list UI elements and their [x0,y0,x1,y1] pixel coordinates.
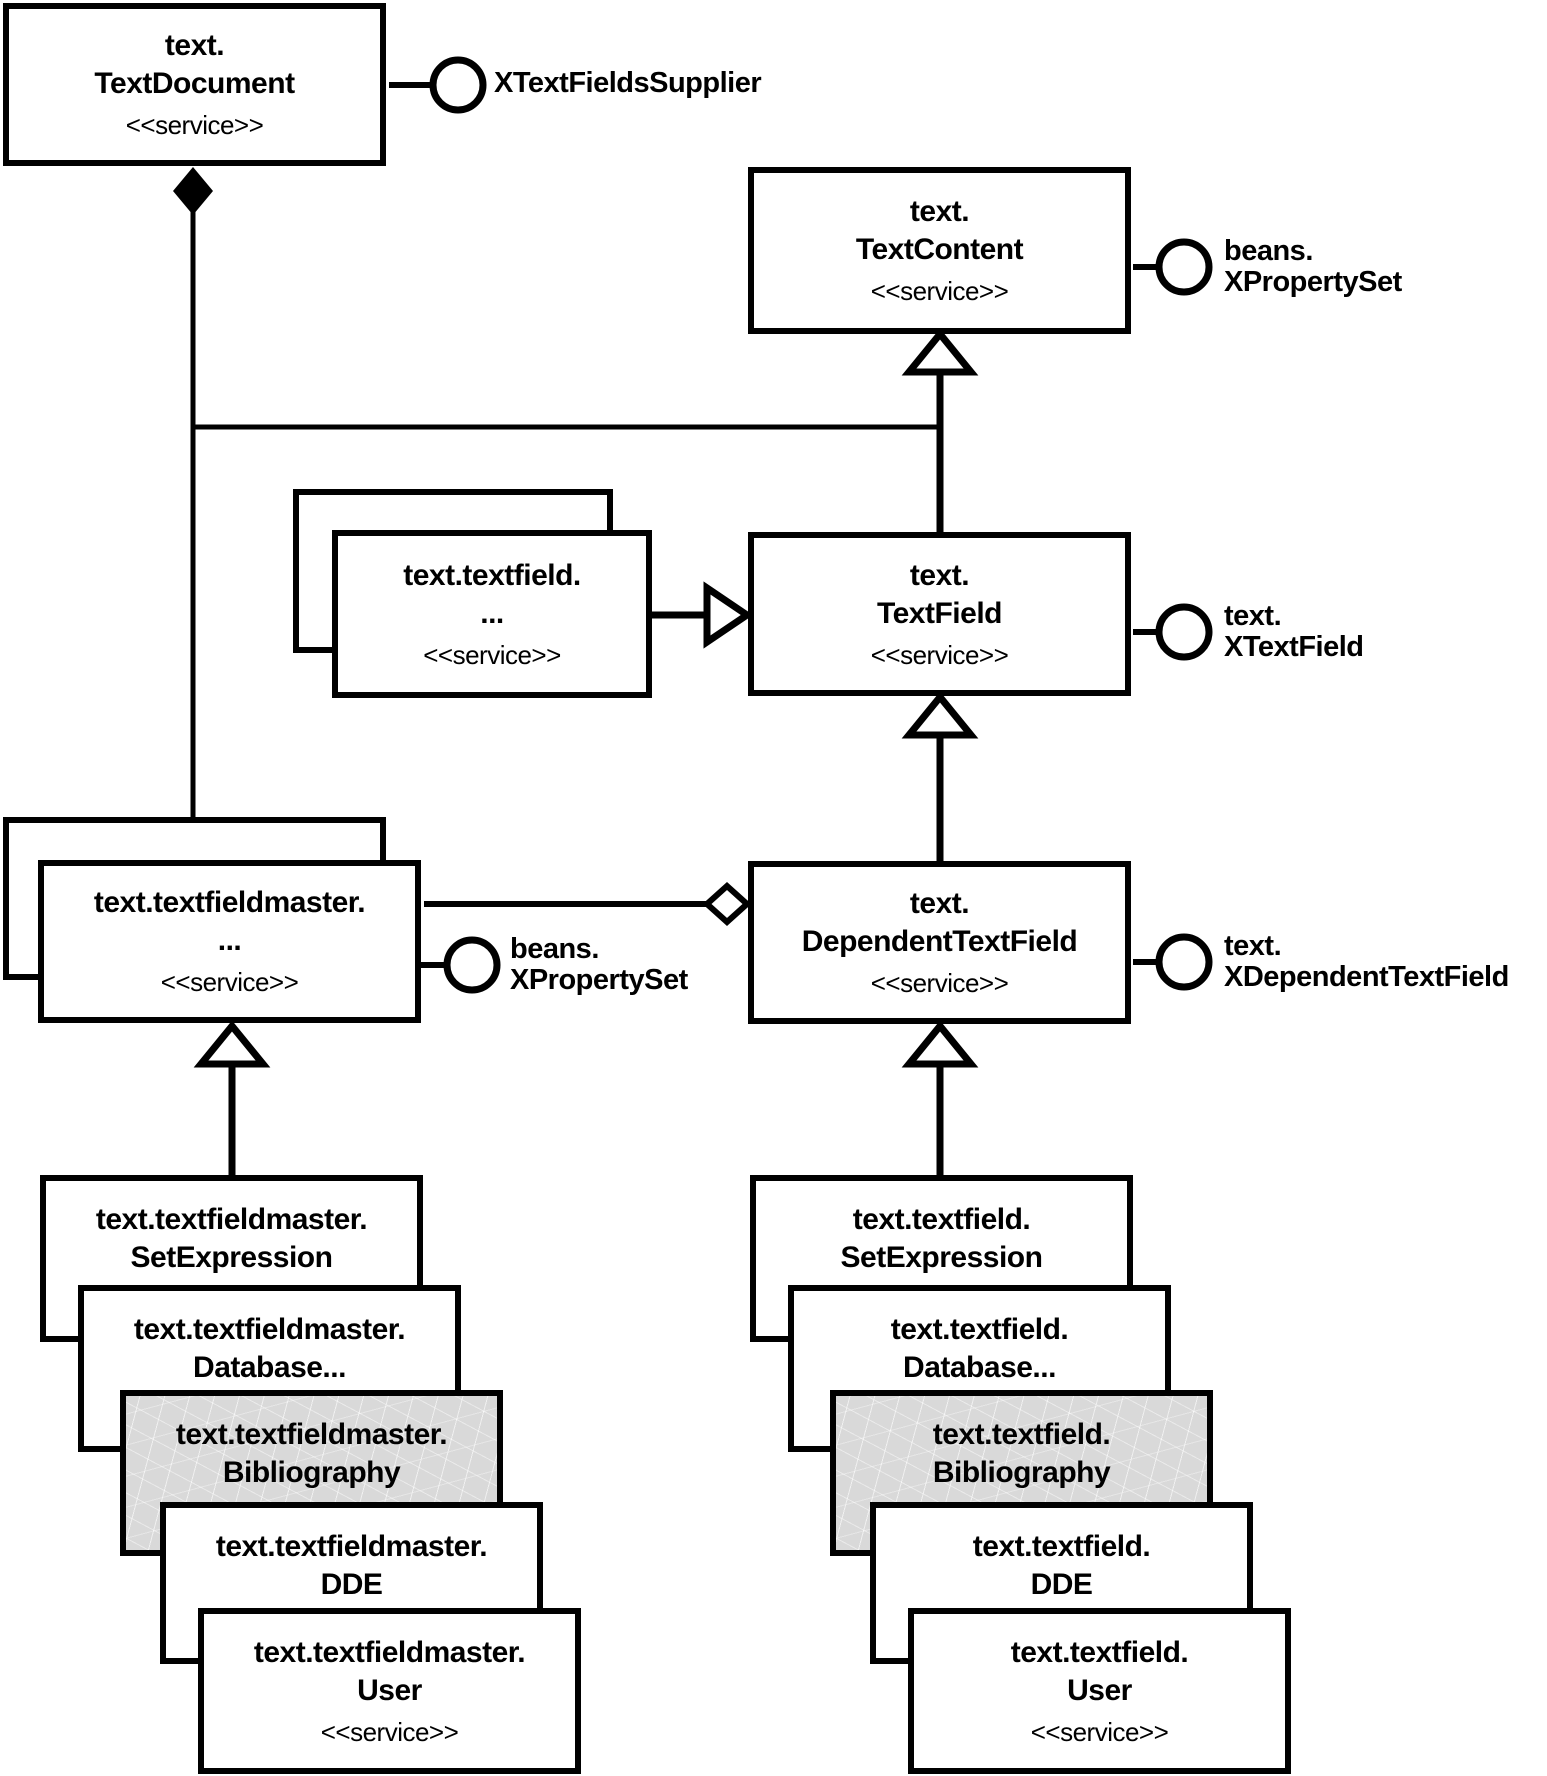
node-master-user: text.textfieldmaster. User <<service>> [198,1608,581,1774]
interface-lollipop-icon [1155,603,1213,661]
generalization-triangle-icon [901,1020,979,1068]
node-title-line: text.textfield. [1010,1636,1189,1669]
generalization-triangle-icon [901,691,979,739]
interface-lollipop-icon [1155,238,1213,296]
node-stereotype: <<service>> [160,967,299,997]
node-title-line: text.textfieldmaster. [175,1418,448,1451]
node-title-line: SetExpression [130,1241,333,1274]
node-title-line: Database... [903,1351,1056,1384]
node-textfieldmaster-stack: text.textfieldmaster. ... <<service>> [38,860,421,1023]
interface-label-line: XDependentTextField [1224,961,1509,993]
node-title-line: TextContent [855,233,1024,266]
node-title-line: ... [217,924,242,957]
interface-label-text-xtextfield: text. XTextField [1224,601,1364,663]
node-stereotype: <<service>> [870,639,1009,670]
generalization-arrow-right-icon [703,581,754,649]
node-title-line: DDE [320,1568,383,1601]
node-title-line: text. [164,29,225,62]
node-field-dde: text.textfield. DDE [870,1502,1253,1664]
node-stereotype: <<service>> [423,639,561,670]
generalization-triangle-icon [901,328,979,376]
node-title-line: text. [909,558,970,592]
interface-label-line: XTextField [1224,631,1364,663]
interface-label-line: text. [1224,930,1282,962]
interface-label-line: XTextFieldsSupplier [494,67,762,99]
interface-lollipop-icon [1155,933,1213,991]
node-title-line: text.textfield. [972,1530,1151,1563]
interface-label-line: XPropertySet [1224,266,1402,298]
node-title-line: text.textfieldmaster. [93,886,366,919]
node-title-line: text.textfield. [852,1203,1031,1236]
interface-lollipop-icon [443,936,501,994]
node-title-line: User [1067,1674,1132,1707]
node-title-line: User [357,1674,422,1707]
interface-label-beans-xpropertyset: beans. XPropertySet [510,934,688,996]
node-title-line: text.textfield. [890,1313,1069,1346]
generalization-triangle-icon [193,1020,271,1068]
node-field-user: text.textfield. User <<service>> [908,1608,1291,1774]
node-stereotype: <<service>> [320,1717,459,1747]
interface-label-beans-xpropertyset: beans. XPropertySet [1224,236,1402,298]
node-title-line: text.textfieldmaster. [215,1530,488,1563]
node-title-line: text. [909,195,970,228]
node-title-line: text.textfieldmaster. [95,1203,368,1236]
node-title-line: Database... [193,1351,346,1384]
node-title-line: text.textfieldmaster. [133,1313,406,1346]
node-title-line: DDE [1030,1568,1093,1601]
interface-lollipop-icon [429,56,487,114]
node-title-line: SetExpression [840,1241,1043,1274]
node-title-line: ... [480,596,504,630]
node-textfield-stack: text.textfield. ... <<service>> [332,530,652,698]
interface-label-text-xdependenttextfield: text. XDependentTextField [1224,931,1509,993]
node-title-line: TextField [877,596,1002,630]
node-title-line: Bibliography [932,1456,1111,1489]
node-title-line: Bibliography [222,1456,401,1489]
aggregation-diamond-icon [702,881,752,927]
interface-label-xtextfieldssupplier: XTextFieldsSupplier [494,67,762,99]
node-stereotype: <<service>> [870,276,1009,306]
node-title-line: text.textfieldmaster. [253,1636,526,1669]
interface-label-line: XPropertySet [510,964,688,996]
node-stereotype: <<service>> [870,968,1009,998]
node-title-line: text.textfield. [932,1418,1111,1451]
node-text-content: text. TextContent <<service>> [748,167,1131,334]
interface-label-line: beans. [1224,235,1313,267]
node-title-line: text.textfield. [403,558,581,592]
node-title-line: DependentTextField [801,925,1078,958]
interface-label-line: beans. [510,933,599,965]
interface-label-line: text. [1224,600,1282,632]
node-stereotype: <<service>> [1030,1717,1169,1747]
node-dependent-text-field: text. DependentTextField <<service>> [748,861,1131,1024]
node-text-field: text. TextField <<service>> [748,532,1131,696]
node-title-line: TextDocument [94,67,295,100]
node-text-document: text. TextDocument <<service>> [3,3,386,166]
composition-diamond-icon [173,167,213,215]
node-title-line: text. [909,887,970,920]
node-stereotype: <<service>> [125,110,264,140]
